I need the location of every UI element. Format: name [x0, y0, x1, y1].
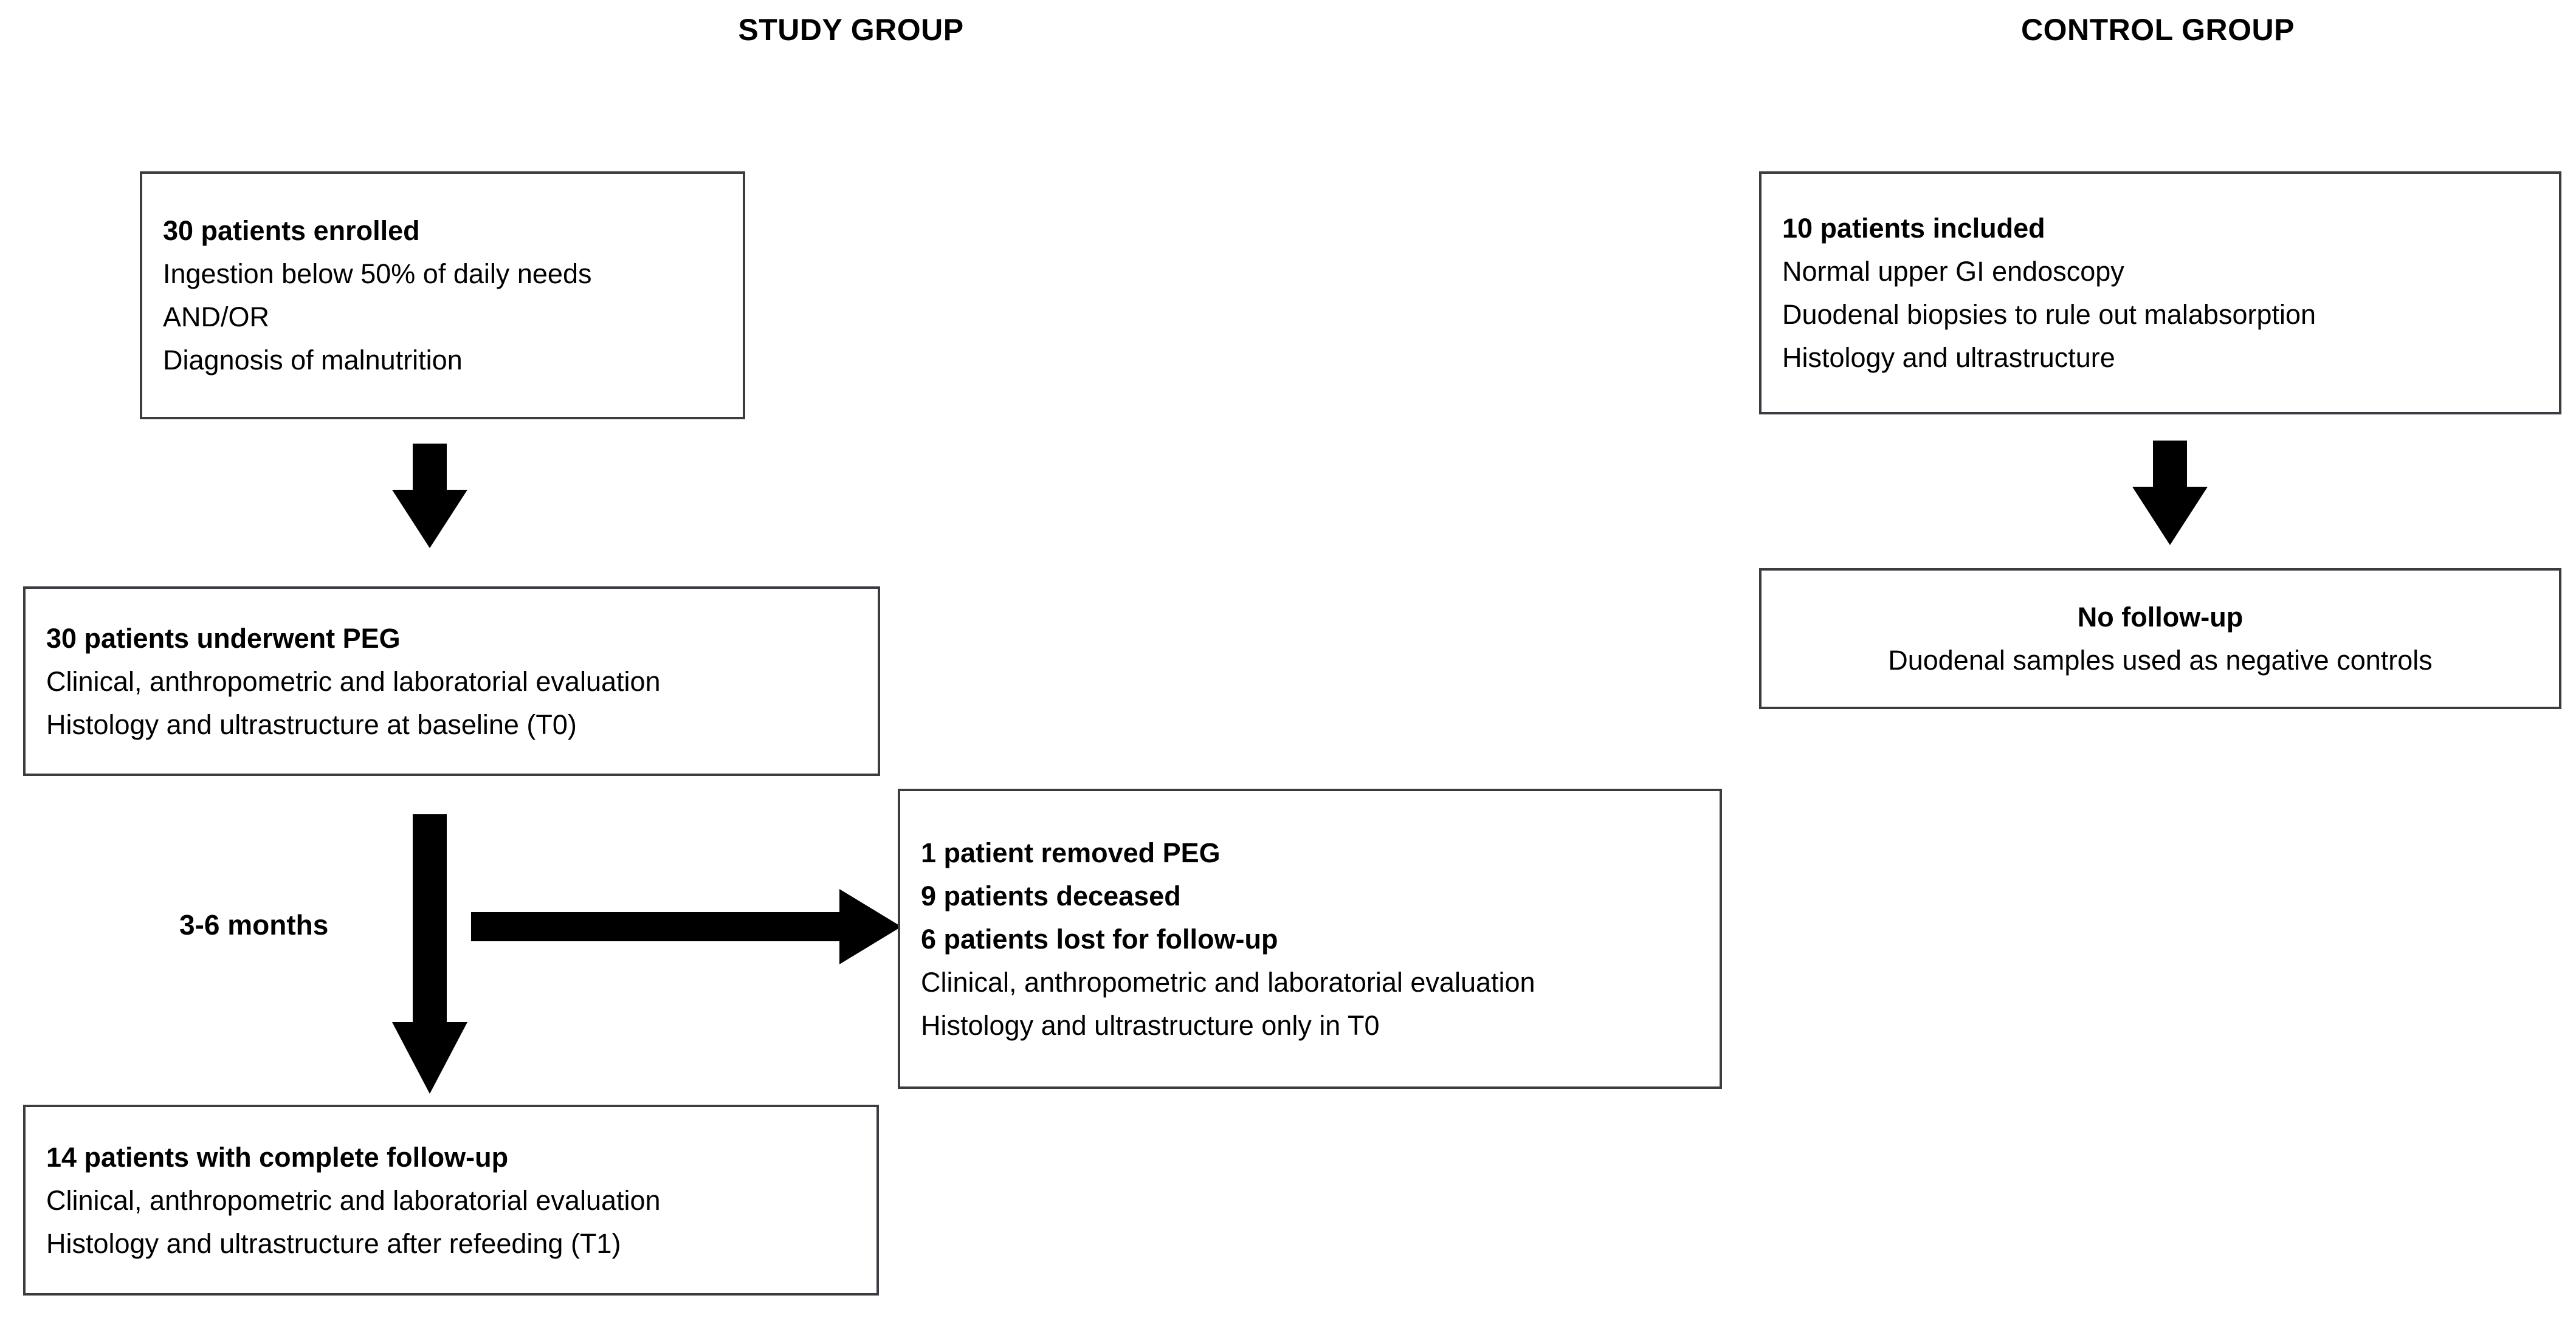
arrow-down-enrolled-to-peg: [392, 444, 467, 548]
edge-label-duration: 3-6 months: [179, 909, 329, 941]
arrow-down-control-to-nofollowup: [2132, 441, 2208, 545]
node-detail-line: Duodenal samples used as negative contro…: [1888, 645, 2433, 676]
node-patients-excluded: 1 patient removed PEG 9 patients decease…: [898, 789, 1722, 1089]
node-patients-complete-followup: 14 patients with complete follow-up Clin…: [23, 1105, 879, 1296]
arrow-shaft: [413, 814, 447, 1025]
arrow-shaft: [2153, 441, 2187, 489]
node-control-patients-included: 10 patients included Normal upper GI end…: [1759, 171, 2561, 414]
node-detail-line: Clinical, anthropometric and laboratoria…: [921, 966, 1535, 998]
node-heading: No follow-up: [2077, 602, 2244, 633]
node-control-no-followup: No follow-up Duodenal samples used as ne…: [1759, 568, 2561, 709]
node-detail-line: Diagnosis of malnutrition: [163, 345, 463, 376]
node-detail-line: Clinical, anthropometric and laboratoria…: [46, 1184, 661, 1216]
node-patients-enrolled: 30 patients enrolled Ingestion below 50%…: [140, 171, 745, 419]
arrow-head: [392, 490, 467, 548]
node-patients-underwent-peg: 30 patients underwent PEG Clinical, anth…: [23, 586, 880, 776]
study-group-title: STUDY GROUP: [738, 13, 964, 47]
node-heading: 10 patients included: [1782, 213, 2045, 244]
node-heading: 1 patient removed PEG: [921, 837, 1221, 868]
node-detail-line: Ingestion below 50% of daily needs: [163, 258, 592, 289]
node-detail-line: Histology and ultrastructure at baseline…: [46, 709, 577, 740]
node-detail-line: Clinical, anthropometric and laboratoria…: [46, 665, 661, 697]
node-detail-line: Duodenal biopsies to rule out malabsorpt…: [1782, 299, 2316, 330]
node-heading: 6 patients lost for follow-up: [921, 923, 1278, 955]
arrow-head: [2132, 487, 2208, 545]
node-heading: 30 patients enrolled: [163, 215, 420, 246]
node-heading: 30 patients underwent PEG: [46, 622, 401, 654]
node-detail-line: Histology and ultrastructure only in T0: [921, 1009, 1380, 1041]
node-detail-line: Histology and ultrastructure: [1782, 342, 2115, 373]
arrow-right-peg-to-excluded: [471, 889, 901, 964]
arrow-shaft: [413, 444, 447, 492]
node-detail-line: AND/OR: [163, 301, 270, 332]
node-heading: 9 patients deceased: [921, 880, 1181, 911]
node-detail-line: Normal upper GI endoscopy: [1782, 256, 2124, 287]
node-heading: 14 patients with complete follow-up: [46, 1141, 509, 1173]
arrow-down-peg-to-complete-followup: [392, 814, 467, 1094]
node-detail-line: Histology and ultrastructure after refee…: [46, 1227, 621, 1259]
arrow-head: [392, 1022, 467, 1094]
arrow-shaft: [471, 912, 842, 941]
arrow-head: [839, 889, 901, 964]
control-group-title: CONTROL GROUP: [2020, 13, 2295, 47]
